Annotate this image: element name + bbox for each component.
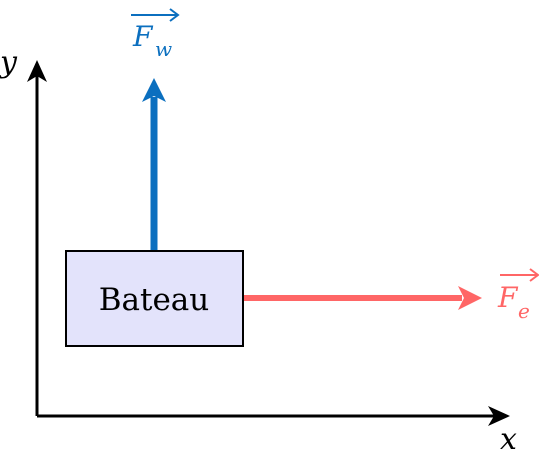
- force-engine-subscript: e: [518, 299, 530, 323]
- force-water-vector-arrow: [131, 8, 180, 22]
- x-axis-label: x: [500, 422, 517, 452]
- y-axis-label: y: [0, 45, 18, 80]
- axes: x y: [0, 45, 517, 452]
- force-engine: F e: [244, 268, 539, 323]
- force-water-label: F w: [132, 20, 172, 61]
- boat-box-label: Bateau: [99, 282, 210, 318]
- force-water-subscript: w: [155, 37, 172, 61]
- boat-box-rect: [65, 250, 244, 347]
- force-water-arrowhead: [142, 78, 166, 102]
- force-water: F w: [131, 8, 180, 251]
- y-axis-arrowhead: [27, 60, 47, 82]
- force-engine-arrowhead: [458, 286, 482, 310]
- force-water-letter: F: [132, 20, 154, 53]
- force-engine-label: F e: [497, 281, 530, 323]
- x-axis-arrowhead: [488, 406, 510, 426]
- boat-box: Bateau: [65, 250, 244, 347]
- force-engine-letter: F: [497, 281, 519, 314]
- force-engine-vector-arrow: [500, 268, 539, 282]
